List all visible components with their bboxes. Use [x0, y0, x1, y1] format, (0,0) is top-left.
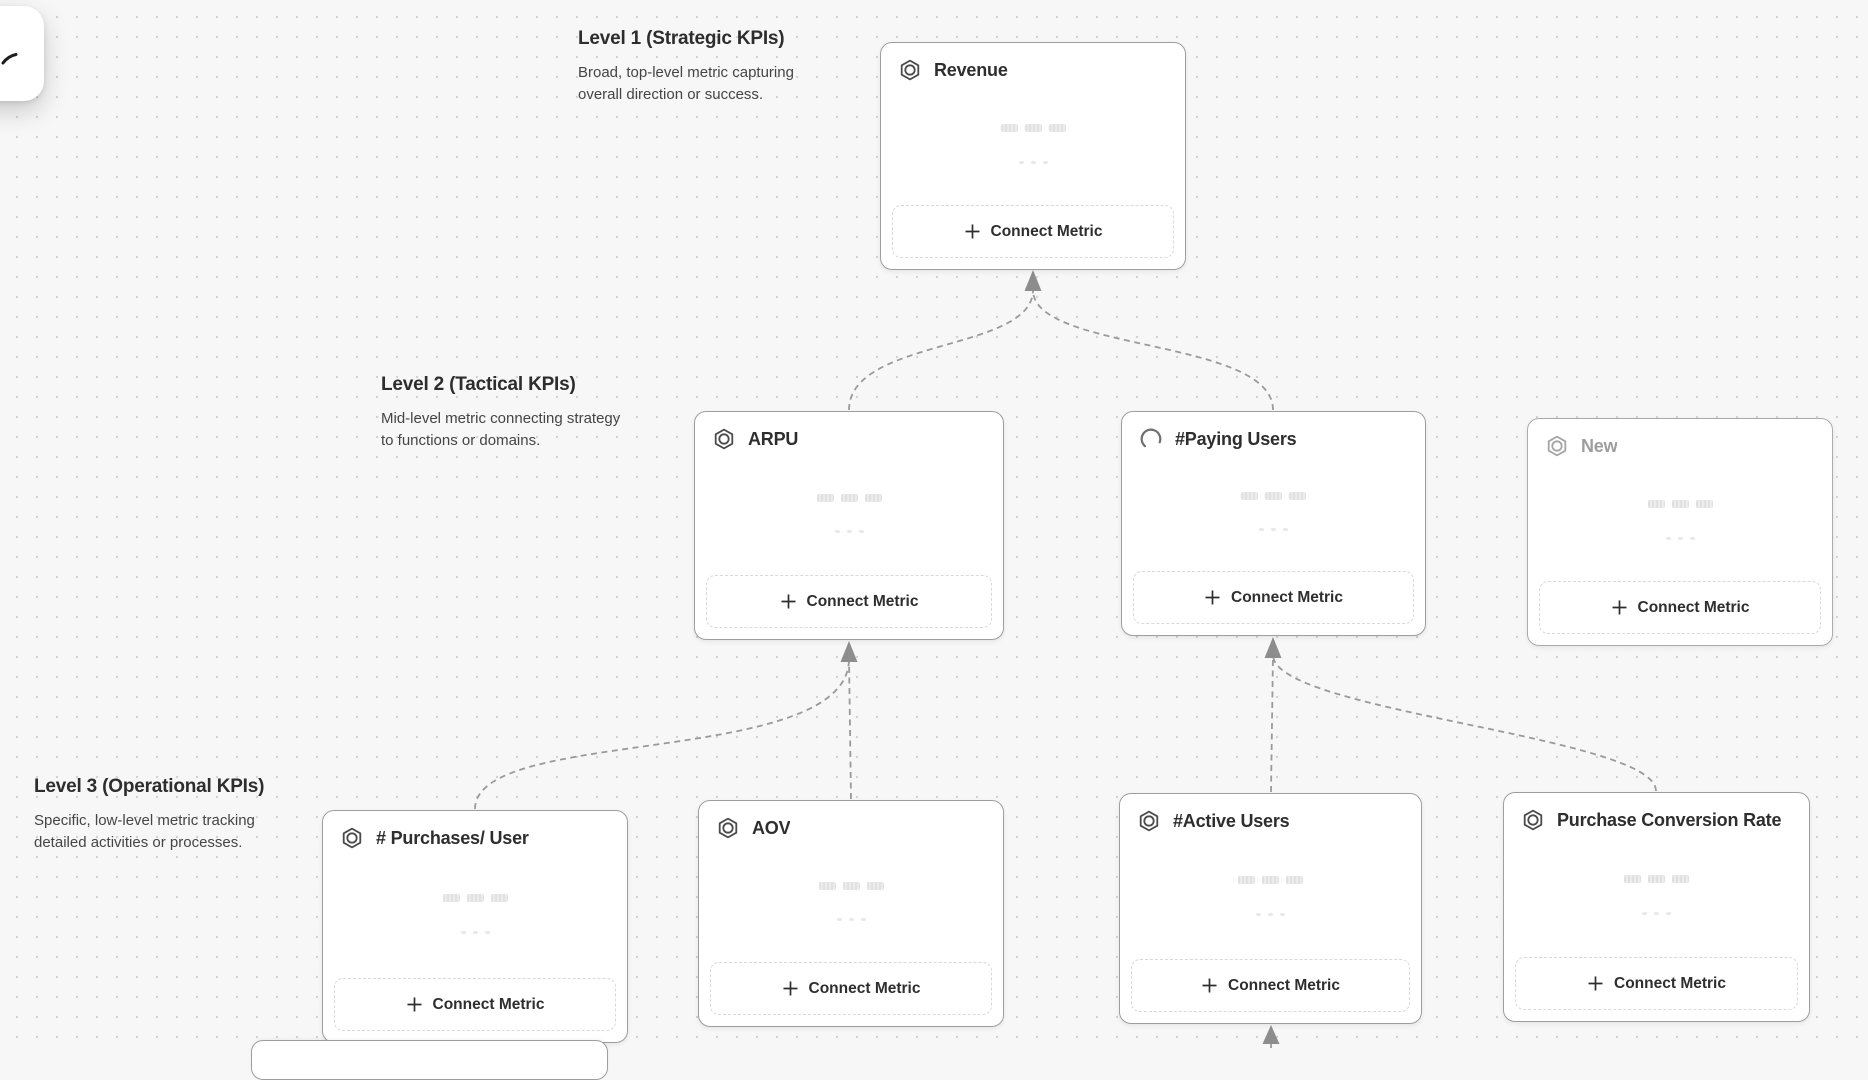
metric-skeleton-placeholder-small	[699, 918, 1003, 921]
level-1-description: Broad, top-level metric capturing overal…	[578, 64, 794, 103]
metric-hexagon-icon	[339, 825, 365, 851]
metric-skeleton-placeholder	[881, 124, 1185, 133]
plus-icon	[783, 981, 798, 996]
connect-metric-button[interactable]: Connect Metric	[706, 575, 992, 628]
metric-card-title: Purchase Conversion Rate	[1557, 809, 1782, 830]
connect-metric-label: Connect Metric	[990, 222, 1103, 240]
connect-metric-label: Connect Metric	[1231, 588, 1343, 606]
metric-hexagon-icon	[897, 57, 923, 83]
metric-skeleton-placeholder	[1504, 875, 1809, 884]
metric-card-title: AOV	[752, 817, 791, 838]
connect-metric-button[interactable]: Connect Metric	[1131, 959, 1410, 1012]
connect-metric-label: Connect Metric	[1228, 976, 1340, 994]
metric-card-arpu[interactable]: ARPU Connect Metric	[694, 411, 1004, 640]
connect-metric-label: Connect Metric	[806, 592, 919, 610]
level-3-description: Specific, low-level metric tracking deta…	[34, 812, 255, 851]
metric-skeleton-placeholder-small	[1528, 536, 1832, 540]
metric-skeleton-placeholder	[1120, 876, 1421, 885]
metric-skeleton-placeholder-small	[1122, 527, 1425, 531]
card-header: # Purchases/ User	[339, 825, 613, 851]
toolbar-corner-panel[interactable]	[0, 6, 44, 101]
metric-hexagon-icon	[1136, 808, 1162, 834]
level-2-description: Mid-level metric connecting strategy to …	[381, 410, 621, 449]
metric-skeleton-placeholder-small	[323, 931, 627, 935]
connect-metric-button[interactable]: Connect Metric	[334, 978, 616, 1031]
connect-metric-label: Connect Metric	[1614, 974, 1726, 992]
plus-icon	[781, 594, 796, 609]
card-header: Revenue	[897, 57, 1171, 83]
level-1-title: Level 1 (Strategic KPIs)	[578, 28, 785, 49]
card-header: ARPU	[711, 426, 989, 452]
metric-card-title: New	[1581, 435, 1618, 456]
metric-card-new[interactable]: New Connect Metric	[1527, 418, 1833, 646]
metric-skeleton-placeholder	[695, 493, 1003, 502]
card-header: Purchase Conversion Rate	[1520, 807, 1795, 833]
level-3-title: Level 3 (Operational KPIs)	[34, 776, 265, 797]
plus-icon	[407, 997, 422, 1012]
metric-hexagon-icon	[1520, 807, 1546, 833]
metric-skeleton-placeholder	[699, 882, 1003, 890]
connect-metric-label: Connect Metric	[808, 979, 921, 997]
connect-metric-button[interactable]: Connect Metric	[710, 962, 992, 1015]
level-1-annotation: Level 1 (Strategic KPIs) Broad, top-leve…	[578, 28, 836, 105]
connect-metric-button[interactable]: Connect Metric	[1539, 581, 1821, 634]
card-header: #Active Users	[1136, 808, 1407, 834]
level-2-title: Level 2 (Tactical KPIs)	[381, 374, 576, 395]
plus-icon	[965, 224, 980, 239]
metric-card-title: # Purchases/ User	[376, 827, 529, 848]
metric-card-partial-offscreen[interactable]	[251, 1040, 608, 1080]
metric-card-paying-users[interactable]: #Paying Users Connect Metric	[1121, 411, 1426, 636]
metric-skeleton-placeholder	[1528, 500, 1832, 509]
metric-card-title: Revenue	[934, 59, 1008, 80]
card-header: #Paying Users	[1138, 426, 1411, 452]
card-header: New	[1544, 433, 1818, 459]
connect-metric-label: Connect Metric	[1637, 598, 1750, 616]
plus-icon	[1205, 590, 1220, 605]
connect-metric-button[interactable]: Connect Metric	[1133, 571, 1414, 624]
metric-skeleton-placeholder	[1122, 492, 1425, 501]
metric-hexagon-icon	[711, 426, 737, 452]
metric-skeleton-placeholder-small	[1504, 911, 1809, 915]
plus-icon	[1612, 600, 1627, 615]
metric-hexagon-icon	[715, 815, 741, 841]
metric-hexagon-icon	[1544, 433, 1570, 459]
card-header: AOV	[715, 815, 989, 841]
metric-skeleton-placeholder-small	[1120, 913, 1421, 917]
connect-metric-button[interactable]: Connect Metric	[1515, 957, 1798, 1010]
plus-icon	[1588, 976, 1603, 991]
metric-card-purchase-conversion-rate[interactable]: Purchase Conversion Rate Connect Metric	[1503, 792, 1810, 1022]
metric-card-title: ARPU	[748, 428, 799, 449]
metric-card-title: #Paying Users	[1175, 428, 1297, 449]
metric-skeleton-placeholder-small	[695, 530, 1003, 534]
metric-skeleton-placeholder-small	[881, 160, 1185, 164]
metric-skeleton-placeholder	[323, 894, 627, 903]
connect-metric-button[interactable]: Connect Metric	[892, 205, 1174, 258]
connect-metric-label: Connect Metric	[432, 995, 545, 1013]
loading-spinner-icon	[1138, 426, 1164, 452]
level-3-annotation: Level 3 (Operational KPIs) Specific, low…	[34, 776, 298, 853]
plus-icon	[1202, 978, 1217, 993]
metric-card-purchases-per-user[interactable]: # Purchases/ User Connect Metric	[322, 810, 628, 1043]
metric-card-title: #Active Users	[1173, 810, 1290, 831]
metric-card-aov[interactable]: AOV Connect Metric	[698, 800, 1004, 1027]
metric-card-revenue[interactable]: Revenue Connect Metric	[880, 42, 1186, 270]
cursor-stroke-icon	[1, 53, 18, 65]
level-2-annotation: Level 2 (Tactical KPIs) Mid-level metric…	[381, 374, 631, 451]
metric-card-active-users[interactable]: #Active Users Connect Metric	[1119, 793, 1422, 1024]
